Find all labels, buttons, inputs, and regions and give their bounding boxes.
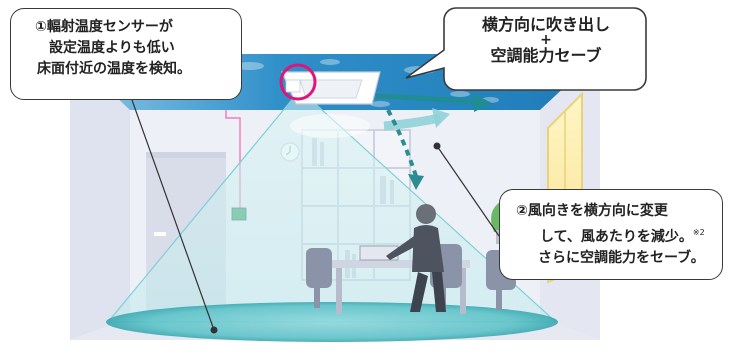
sensor-callout: ①輻射温度センサーが 設定温度よりも低い 床面付近の温度を検知。 (10, 8, 242, 100)
sensor-callout-line2: 設定温度よりも低い (49, 40, 175, 56)
leader-dot-floor (210, 326, 218, 334)
leader-line-sensor (131, 99, 215, 331)
office-worker-figure (386, 204, 446, 312)
airflow-callout-plus: + (540, 32, 552, 48)
airflow-callout-line3: 空調能力セーブ (490, 46, 602, 65)
leader-dot-airflow (433, 142, 441, 150)
footnote-mark: ※2 (692, 228, 705, 237)
airflow-arrows (375, 93, 492, 190)
direction-callout-line1: ②風向きを横方向に変更 (516, 203, 668, 219)
direction-callout-line3: さらに空調能力をセーブ。 (538, 250, 705, 266)
floor-detection-area (106, 302, 558, 342)
direction-callout-line2: して、風あたりを減少。※2 (516, 222, 716, 248)
direction-callout: ②風向きを横方向に変更 して、風あたりを減少。※2 さらに空調能力をセーブ。 (499, 189, 723, 280)
direction-callout-line2-text: して、風あたりを減少。 (540, 229, 693, 245)
airflow-callout: 横方向に吹き出し + 空調能力セーブ (446, 8, 646, 90)
sensor-callout-line3: 床面付近の温度を検知。 (37, 61, 191, 77)
sensor-highlight-ring (279, 63, 317, 101)
leader-line-direction (436, 145, 500, 237)
airflow-speech-bubble (405, 7, 647, 91)
soft-airflow (290, 114, 370, 138)
sensor-callout-line1: ①輻射温度センサーが (35, 19, 173, 35)
airflow-callout-line1: 横方向に吹き出し (481, 15, 610, 34)
